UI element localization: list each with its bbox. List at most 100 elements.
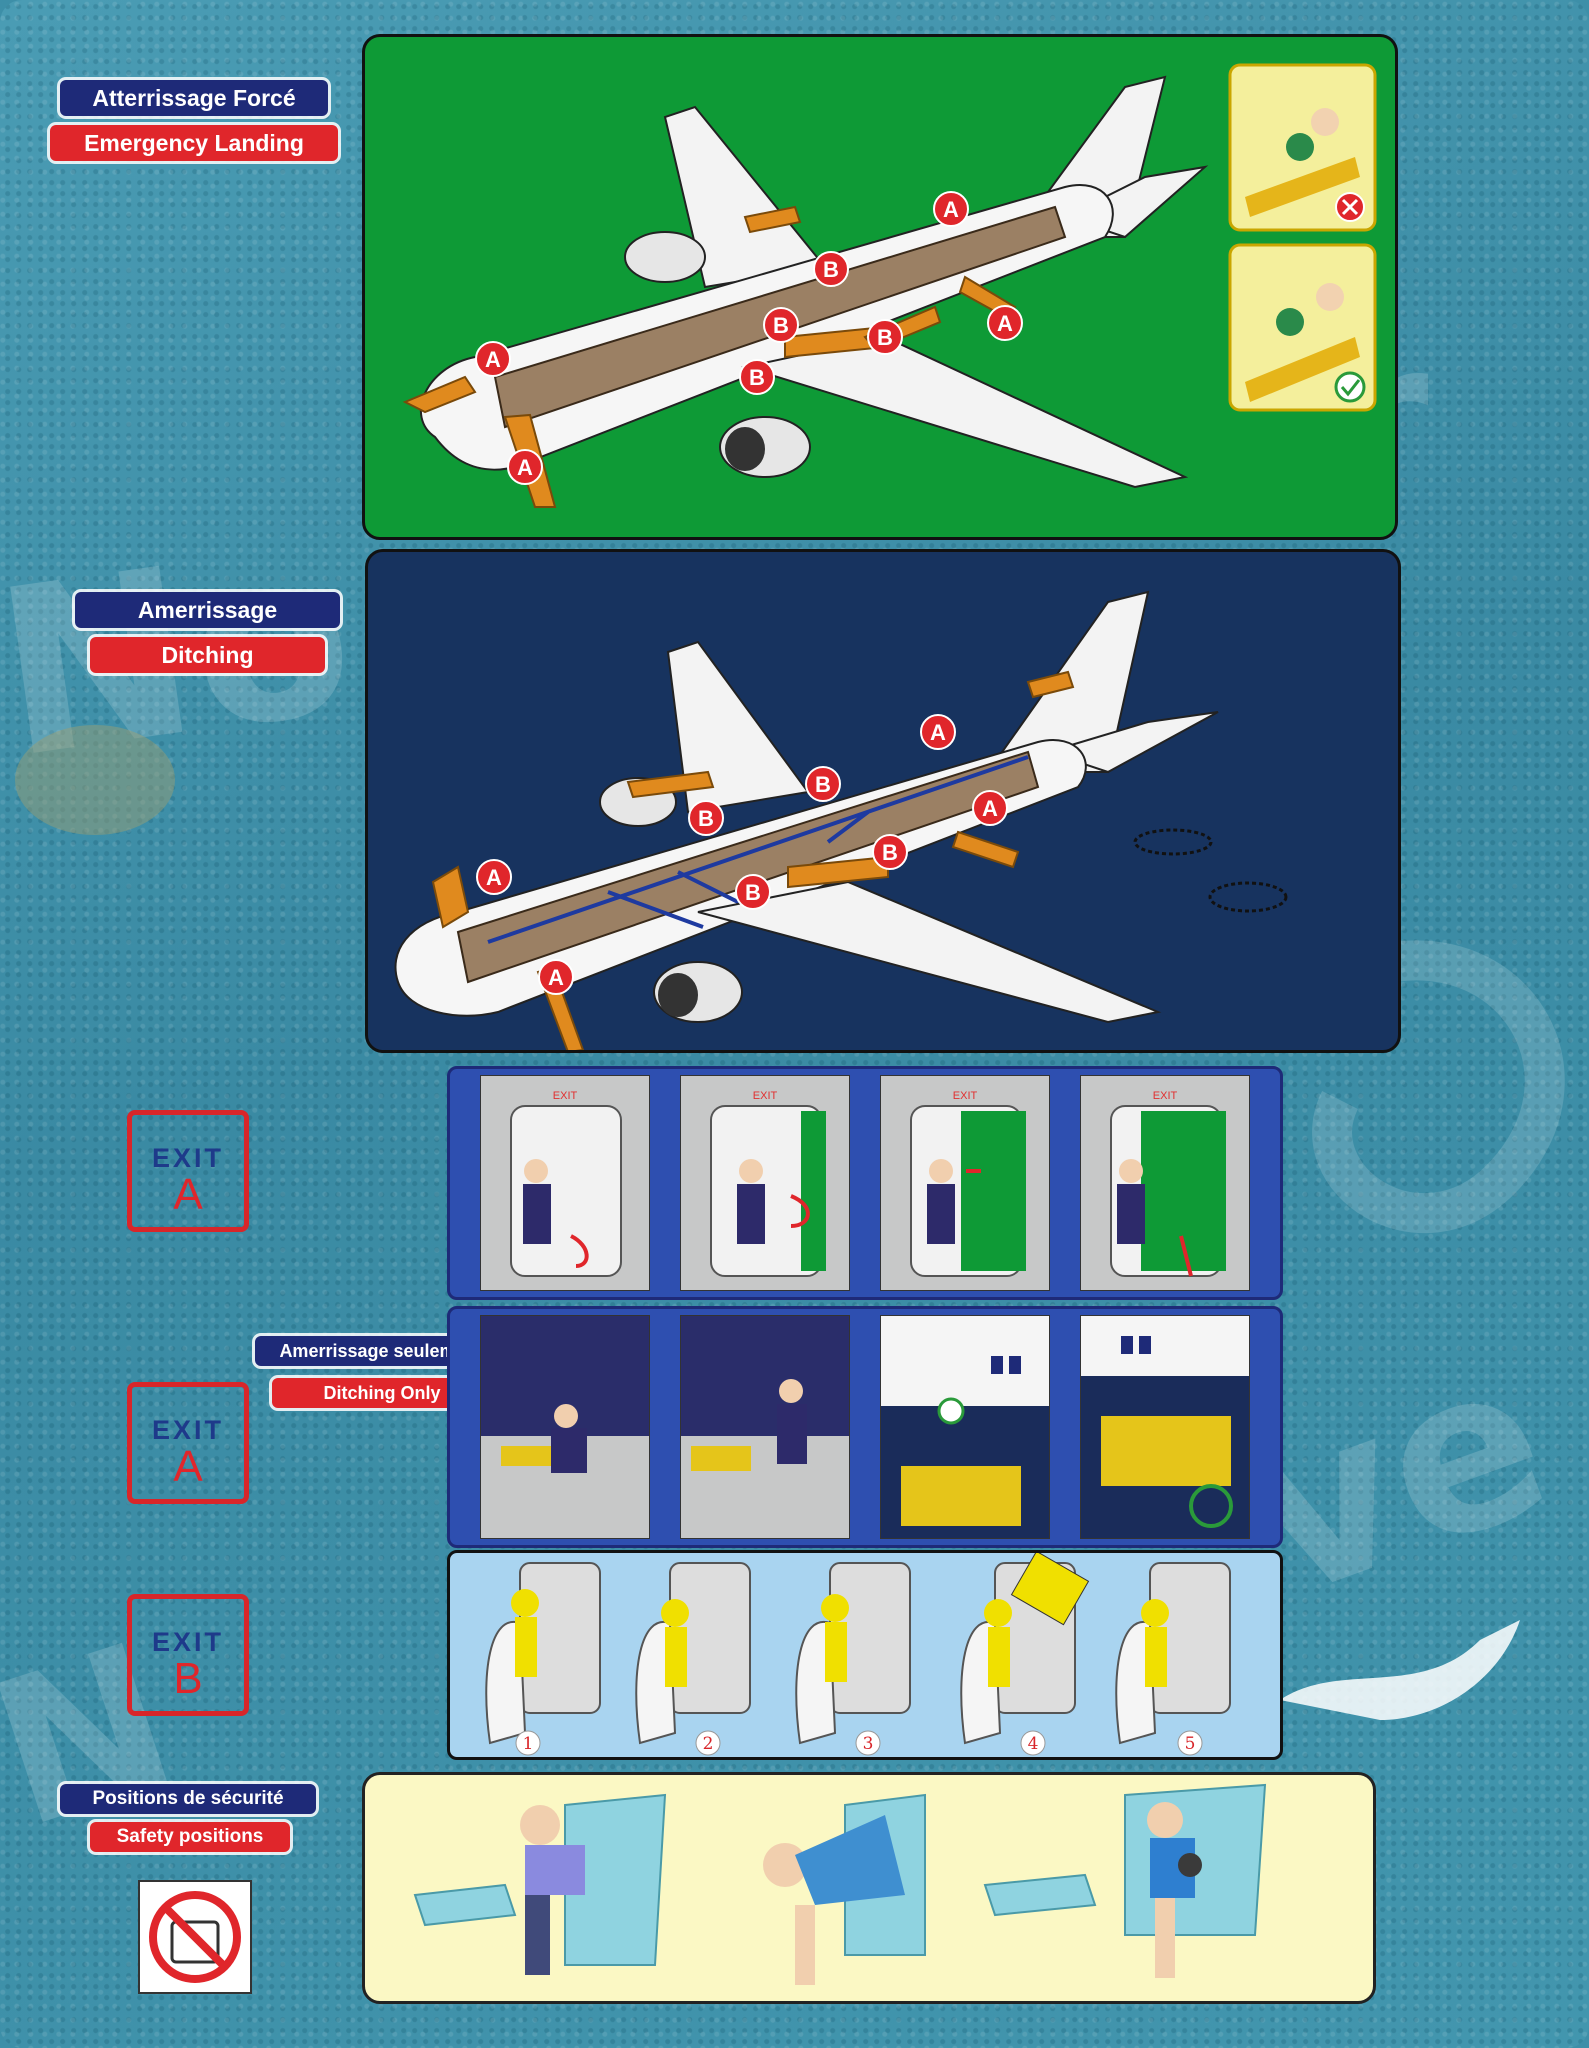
raft-step-1 xyxy=(480,1315,650,1539)
svg-text:B: B xyxy=(823,257,839,282)
escape-slide xyxy=(743,205,802,234)
svg-text:B: B xyxy=(749,365,765,390)
svg-text:A: A xyxy=(548,965,564,990)
door-step-1: EXIT xyxy=(480,1075,650,1291)
svg-text:1: 1 xyxy=(523,1734,534,1754)
svg-text:B: B xyxy=(882,840,898,865)
brace-position-2 xyxy=(763,1793,926,1985)
brace-positions xyxy=(413,1783,1267,1985)
exit-b-steps: 1 2 3 4 xyxy=(485,1553,1231,1756)
ditching-diagram: A A A A B B B B xyxy=(394,590,1288,1050)
life-raft xyxy=(951,830,1020,869)
svg-text:A: A xyxy=(485,347,501,372)
background-stain xyxy=(15,725,175,835)
exit-marker-b: B xyxy=(688,800,724,836)
svg-text:2: 2 xyxy=(703,1734,714,1754)
exit-b-step-4: 4 xyxy=(960,1553,1090,1756)
lower-wing xyxy=(697,880,1162,1024)
ditching-label-fr: Amerrissage xyxy=(75,592,340,628)
svg-text:A: A xyxy=(997,311,1013,336)
ditching-label-en: Ditching xyxy=(90,637,325,673)
safety-positions-label-en: Safety positions xyxy=(90,1822,290,1852)
exit-marker-a: A xyxy=(507,449,543,485)
engine-lower-intake xyxy=(725,427,765,471)
svg-text:B: B xyxy=(877,325,893,350)
exit-marker-b: B xyxy=(813,251,849,287)
exit-b-step-1: 1 xyxy=(485,1562,601,1756)
exit-marker-a: A xyxy=(987,305,1023,341)
engine-lower-intake xyxy=(658,973,698,1017)
brace-position-1 xyxy=(413,1793,667,1975)
upper-wing xyxy=(666,640,810,814)
no-bag-icon xyxy=(138,1880,252,1994)
check-icon xyxy=(1334,371,1366,403)
brace-position-3 xyxy=(983,1783,1267,1978)
life-raft xyxy=(431,865,470,929)
svg-text:A: A xyxy=(486,865,502,890)
check-icon xyxy=(937,1397,965,1425)
exit-marker-a: A xyxy=(920,714,956,750)
exit-a-ditching-sign: EXIT A xyxy=(127,1382,249,1504)
exit-door-sign: EXIT xyxy=(1152,1090,1178,1102)
exit-marker-a: A xyxy=(933,191,969,227)
svg-text:B: B xyxy=(698,806,714,831)
exit-marker-b: B xyxy=(763,307,799,343)
exit-marker-a: A xyxy=(538,959,574,995)
exit-b-window-strip: 1 2 3 4 xyxy=(447,1550,1283,1760)
exit-marker-a: A xyxy=(972,790,1008,826)
engine-upper xyxy=(624,231,706,283)
svg-text:A: A xyxy=(982,796,998,821)
exit-b-step-5: 5 xyxy=(1115,1562,1231,1756)
emergency-landing-label-en: Emergency Landing xyxy=(50,125,338,161)
exit-a-raft-strip xyxy=(447,1306,1283,1548)
exit-b-step-2: 2 xyxy=(635,1562,751,1756)
cabin-cutaway xyxy=(456,750,1040,984)
ditching-panel: A A A A B B B B xyxy=(365,549,1401,1053)
life-raft xyxy=(626,770,715,799)
svg-text:5: 5 xyxy=(1185,1734,1196,1754)
raft-step-3 xyxy=(880,1315,1050,1539)
svg-text:B: B xyxy=(773,313,789,338)
lower-wing xyxy=(741,335,1189,489)
exit-b-step-3: 3 xyxy=(795,1562,911,1756)
right-tail xyxy=(1044,711,1219,774)
life-raft-floating xyxy=(1208,881,1288,913)
exit-marker-b: B xyxy=(867,319,903,355)
exit-word: EXIT xyxy=(151,1143,224,1173)
life-raft-floating xyxy=(1133,828,1213,856)
exit-marker-b: B xyxy=(739,359,775,395)
escape-slide xyxy=(402,375,477,414)
raft-step-2 xyxy=(680,1315,850,1539)
emergency-landing-label-fr: Atterrissage Forcé xyxy=(60,80,328,116)
safety-positions-label-fr: Positions de sécurité xyxy=(60,1784,316,1814)
exit-door-sign: EXIT xyxy=(552,1090,578,1102)
exit-word: EXIT xyxy=(151,1415,224,1445)
svg-text:4: 4 xyxy=(1028,1734,1039,1754)
exit-letter: A xyxy=(173,1442,203,1491)
svg-text:3: 3 xyxy=(863,1734,874,1754)
exit-a-sign: EXIT A xyxy=(127,1110,249,1232)
door-step-3: EXIT xyxy=(880,1075,1050,1291)
svg-text:A: A xyxy=(943,197,959,222)
svg-text:B: B xyxy=(745,880,761,905)
exit-b-sign: EXIT B xyxy=(127,1594,249,1716)
safety-positions-panel xyxy=(362,1772,1376,2004)
exit-a-door-strip: EXIT EXIT EXIT EXIT xyxy=(447,1066,1283,1300)
exit-letter: A xyxy=(173,1170,203,1219)
emergency-landing-panel: A A A A B B B B xyxy=(362,34,1398,540)
exit-marker-b: B xyxy=(872,834,908,870)
background-scratch xyxy=(1280,1620,1520,1720)
exit-door-sign: EXIT xyxy=(952,1090,978,1102)
svg-text:A: A xyxy=(930,720,946,745)
svg-text:A: A xyxy=(517,455,533,480)
exit-marker-b: B xyxy=(805,766,841,802)
exit-marker-a: A xyxy=(475,341,511,377)
door-step-4: EXIT xyxy=(1080,1075,1250,1291)
exit-letter: B xyxy=(173,1654,203,1703)
life-raft xyxy=(1026,670,1075,699)
exit-word: EXIT xyxy=(151,1627,224,1657)
exit-door-sign: EXIT xyxy=(752,1090,778,1102)
raft-step-4 xyxy=(1080,1315,1250,1539)
